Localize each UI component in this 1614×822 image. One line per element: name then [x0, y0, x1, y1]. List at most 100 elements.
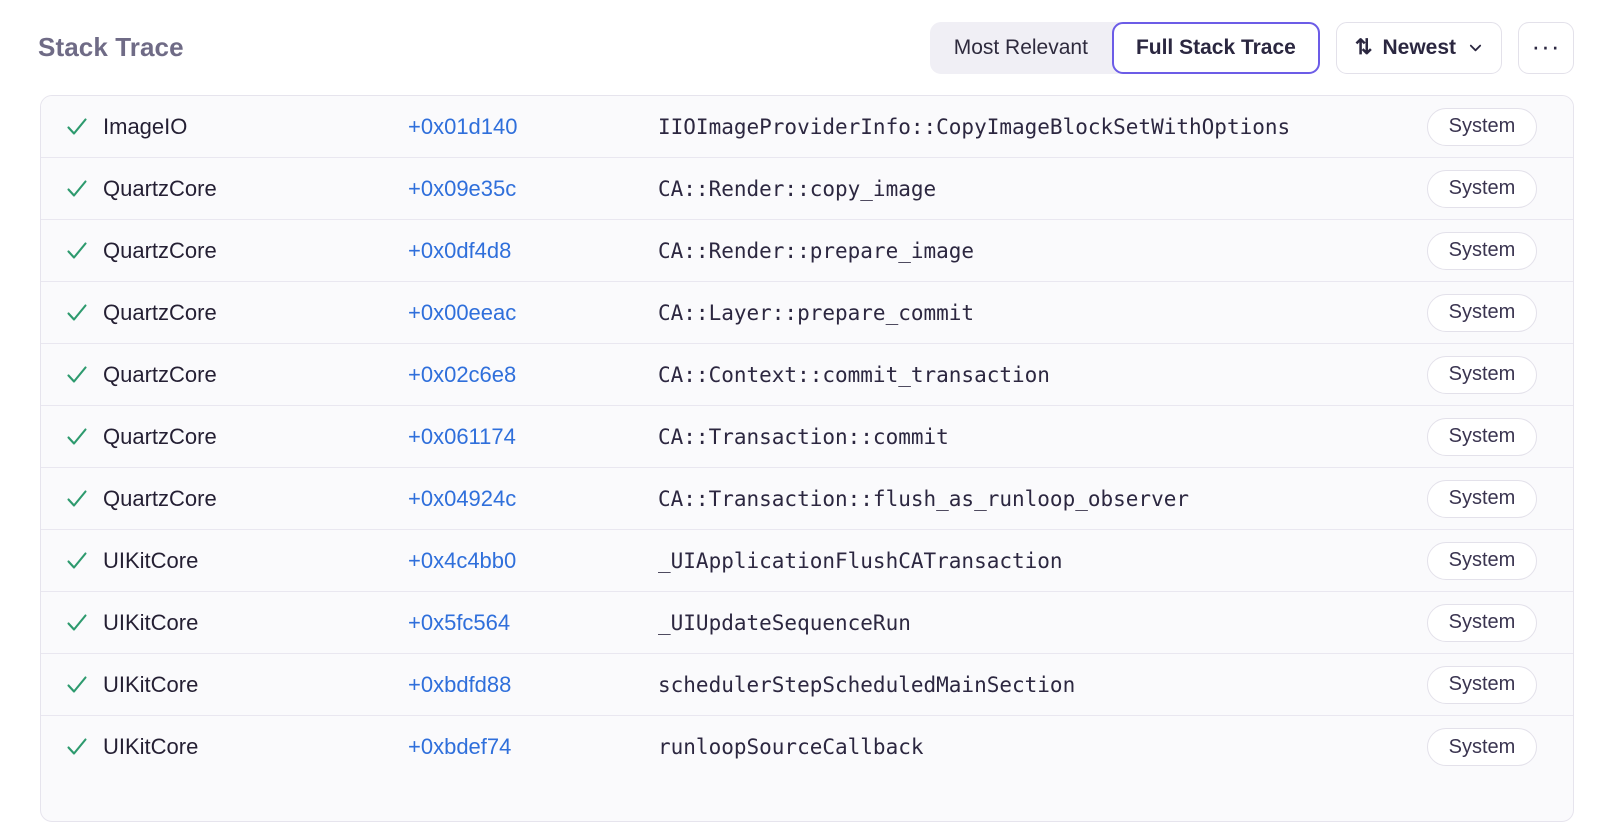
row-symbol-name: CA::Render::prepare_image: [658, 238, 975, 263]
stack-trace-table: ImageIO +0x01d140 IIOImageProviderInfo::Co…: [40, 95, 1574, 822]
status-badge: System: [1427, 665, 1537, 704]
row-offset-link[interactable]: +0x09e35c: [408, 175, 517, 201]
row-binary-name: QuartzCore: [103, 361, 217, 387]
row-status-cell: [41, 487, 103, 511]
row-symbol-name: CA::Context::commit_transaction: [658, 362, 1050, 387]
checkmark-icon: [65, 487, 89, 511]
checkmark-icon: [65, 549, 89, 573]
checkmark-icon: [65, 735, 89, 759]
row-symbol-name: schedulerStepScheduledMainSection: [658, 672, 1076, 697]
row-status-cell: [41, 239, 103, 263]
status-badge: System: [1427, 231, 1537, 270]
page-title: Stack Trace: [38, 32, 184, 62]
more-options-button[interactable]: ···: [1518, 21, 1574, 74]
panel-header: Stack Trace Most Relevant Full Stack Tra…: [0, 0, 1614, 95]
row-binary-name: UIKitCore: [103, 609, 199, 635]
row-offset-link[interactable]: +0x061174: [408, 423, 516, 449]
row-tag-cell: System: [1413, 231, 1573, 270]
tab-most-relevant[interactable]: Most Relevant: [930, 22, 1112, 74]
row-status-cell: [41, 115, 103, 139]
row-tag-cell: System: [1413, 355, 1573, 394]
row-binary-name: ImageIO: [103, 113, 188, 139]
tab-full-stack-trace[interactable]: Full Stack Trace: [1111, 21, 1320, 74]
row-symbol-name: runloopSourceCallback: [658, 735, 924, 759]
row-offset-link[interactable]: +0x04924c: [408, 485, 517, 511]
row-status-cell: [41, 549, 103, 573]
row-offset-link[interactable]: +0x0df4d8: [408, 237, 512, 263]
row-binary-name: QuartzCore: [103, 237, 217, 263]
row-binary-name: UIKitCore: [103, 671, 199, 697]
table-row[interactable]: QuartzCore +0x02c6e8 CA::Context::commit_t…: [41, 344, 1573, 406]
chevron-down-icon: [1468, 40, 1483, 55]
row-tag-cell: System: [1413, 603, 1573, 642]
table-row[interactable]: QuartzCore +0x061174 CA::Transaction::comm…: [41, 406, 1573, 468]
status-badge: System: [1427, 603, 1537, 642]
checkmark-icon: [65, 673, 89, 697]
row-offset-link[interactable]: +0x01d140: [408, 113, 518, 139]
row-offset-link[interactable]: +0x02c6e8: [408, 361, 517, 387]
row-symbol-name: _UIApplicationFlushCATransaction: [658, 548, 1063, 573]
table-row[interactable]: QuartzCore +0x00eeac CA::Layer::prepare_co…: [41, 282, 1573, 344]
row-tag-cell: System: [1413, 293, 1573, 332]
checkmark-icon: [65, 239, 89, 263]
row-binary-name: QuartzCore: [103, 423, 217, 449]
status-badge: System: [1427, 417, 1537, 456]
status-badge: System: [1427, 293, 1537, 332]
checkmark-icon: [65, 177, 89, 201]
row-binary-name: UIKitCore: [103, 547, 199, 573]
sort-button[interactable]: ⇅ Newest: [1335, 21, 1502, 74]
table-row[interactable]: UIKitCore +0xbdef74 runloopSourceCallback S…: [41, 716, 1573, 778]
row-symbol-name: _UIUpdateSequenceRun: [658, 610, 911, 635]
status-badge: System: [1427, 541, 1537, 580]
checkmark-icon: [65, 363, 89, 387]
row-offset-link[interactable]: +0xbdfd88: [408, 671, 512, 697]
row-status-cell: [41, 301, 103, 325]
table-row[interactable]: QuartzCore +0x09e35c CA::Render::copy_imag…: [41, 158, 1573, 220]
row-tag-cell: System: [1413, 107, 1573, 146]
row-binary-name: QuartzCore: [103, 485, 217, 511]
row-binary-name: QuartzCore: [103, 299, 217, 325]
row-offset-link[interactable]: +0x4c4bb0: [408, 547, 517, 573]
table-row[interactable]: UIKitCore +0x4c4bb0 _UIApplicationFlushCAT…: [41, 530, 1573, 592]
row-tag-cell: System: [1413, 541, 1573, 580]
row-tag-cell: System: [1413, 665, 1573, 704]
status-badge: System: [1427, 479, 1537, 518]
sort-arrows-icon: ⇅: [1354, 36, 1373, 59]
row-offset-link[interactable]: +0x5fc564: [408, 609, 511, 635]
row-symbol-name: IIOImageProviderInfo::CopyImageBlockSetW…: [658, 114, 1291, 139]
row-status-cell: [41, 363, 103, 387]
status-badge: System: [1427, 107, 1537, 146]
row-tag-cell: System: [1413, 417, 1573, 456]
table-row[interactable]: ImageIO +0x01d140 IIOImageProviderInfo::Co…: [41, 96, 1573, 158]
checkmark-icon: [65, 301, 89, 325]
status-badge: System: [1427, 355, 1537, 394]
row-tag-cell: System: [1413, 479, 1573, 518]
header-controls: Most Relevant Full Stack Trace ⇅ Newest …: [929, 21, 1574, 74]
checkmark-icon: [65, 115, 89, 139]
row-tag-cell: System: [1413, 169, 1573, 208]
row-status-cell: [41, 611, 103, 635]
checkmark-icon: [65, 425, 89, 449]
row-status-cell: [41, 735, 103, 759]
row-symbol-name: CA::Transaction::commit: [658, 424, 949, 449]
row-offset-link[interactable]: +0x00eeac: [408, 299, 517, 325]
row-status-cell: [41, 673, 103, 697]
row-symbol-name: CA::Render::copy_image: [658, 176, 937, 201]
row-status-cell: [41, 425, 103, 449]
status-badge: System: [1427, 728, 1537, 766]
sort-button-label: Newest: [1382, 35, 1456, 59]
table-row[interactable]: QuartzCore +0x0df4d8 CA::Render::prepare_i…: [41, 220, 1573, 282]
table-row[interactable]: UIKitCore +0xbdfd88 schedulerStepScheduled…: [41, 654, 1573, 716]
row-status-cell: [41, 177, 103, 201]
row-offset-link[interactable]: +0xbdef74: [408, 734, 512, 759]
status-badge: System: [1427, 169, 1537, 208]
trace-view-segmented-control[interactable]: Most Relevant Full Stack Trace: [929, 21, 1320, 74]
table-row[interactable]: UIKitCore +0x5fc564 _UIUpdateSequenceRun Sy…: [41, 592, 1573, 654]
checkmark-icon: [65, 611, 89, 635]
row-binary-name: QuartzCore: [103, 175, 217, 201]
row-tag-cell: System: [1413, 728, 1573, 766]
row-symbol-name: CA::Layer::prepare_commit: [658, 300, 975, 325]
row-binary-name: UIKitCore: [103, 734, 199, 759]
